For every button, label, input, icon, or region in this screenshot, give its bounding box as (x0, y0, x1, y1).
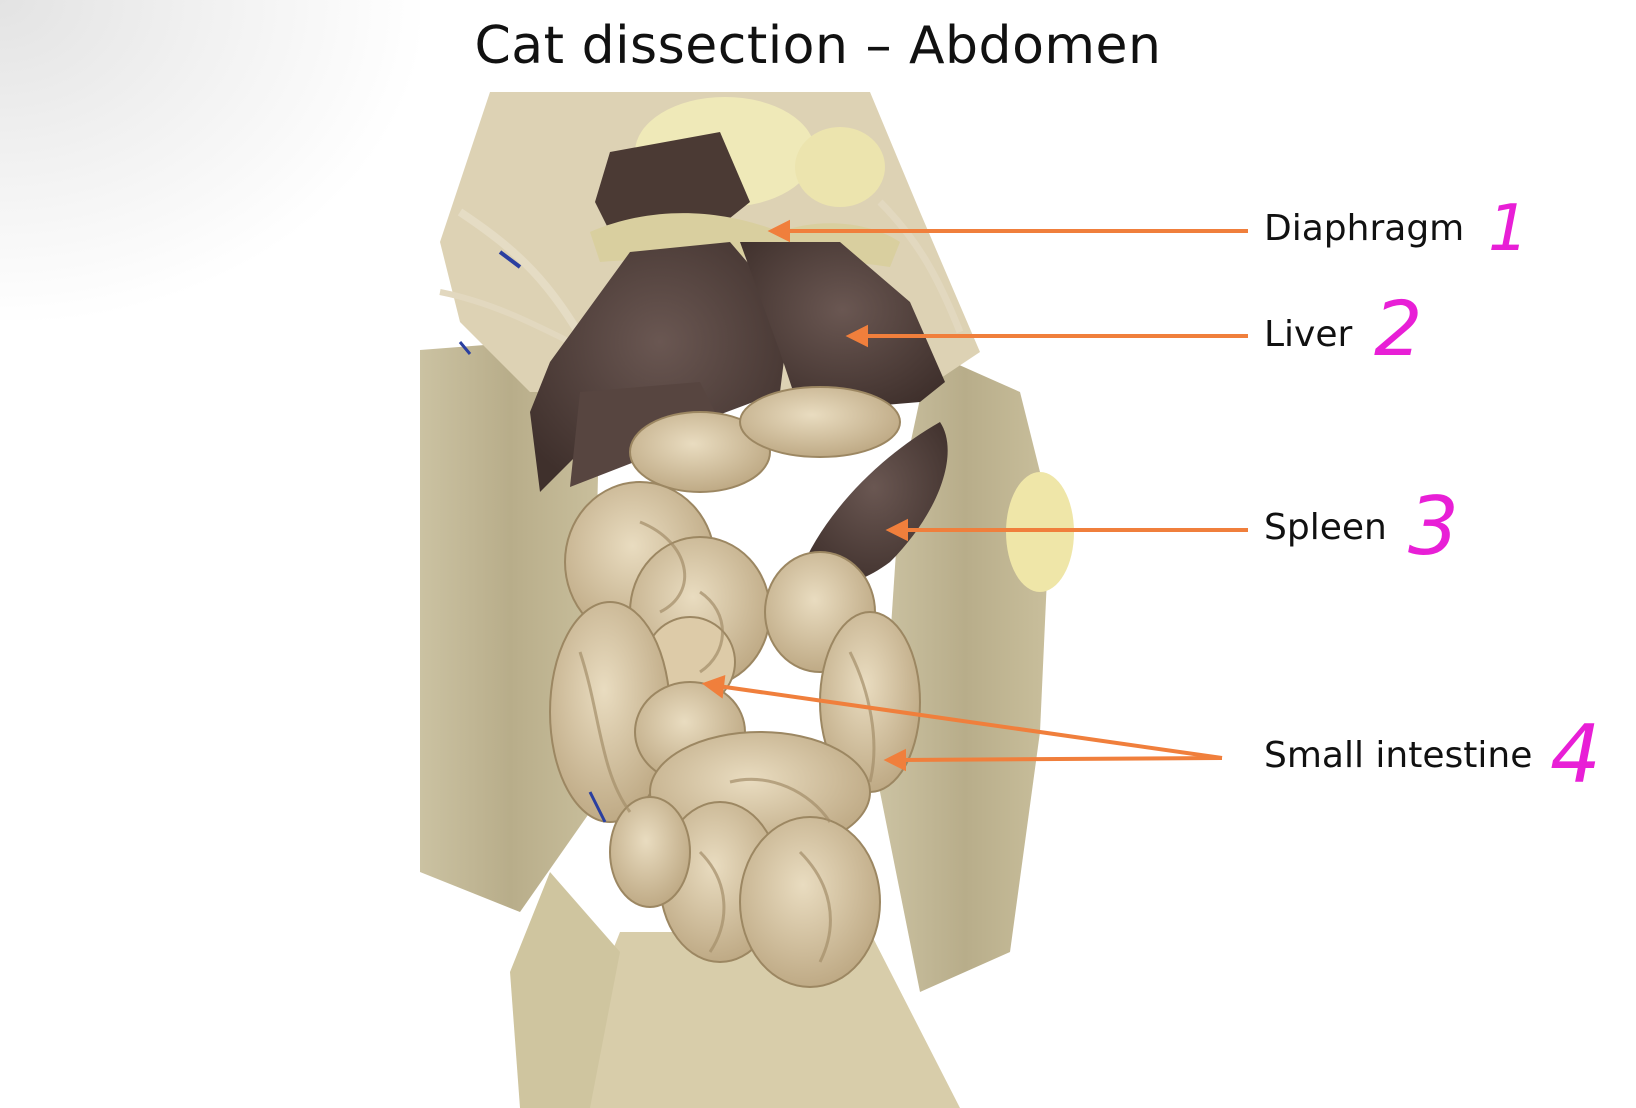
arrow-small-intestine-lower (899, 756, 1223, 762)
label-small-intestine: Small intestine (1264, 735, 1533, 776)
label-spleen: Spleen (1264, 507, 1387, 548)
slide-title: Cat dissection – Abdomen (474, 16, 1162, 76)
number-spleen: 3 (1408, 480, 1459, 573)
spleen-organ (800, 422, 948, 586)
corner-shade (0, 0, 420, 320)
left-body-wall (420, 340, 600, 912)
label-liver: Liver (1264, 314, 1353, 355)
small-intestine-coils (549, 386, 921, 988)
liver-lobe-right (740, 242, 945, 412)
arrowhead-small-intestine-lower (883, 748, 906, 772)
arrow-small-intestine-upper (717, 684, 1223, 760)
number-liver: 2 (1374, 284, 1423, 373)
arrowhead-spleen (885, 518, 908, 542)
number-diaphragm: 1 (1488, 192, 1529, 266)
number-small-intestine: 4 (1550, 708, 1601, 801)
arrowhead-liver (845, 324, 868, 348)
specimen-image (420, 92, 1074, 1108)
arrowhead-diaphragm (767, 219, 790, 243)
label-diaphragm: Diaphragm (1264, 208, 1465, 249)
arrowhead-small-intestine-upper (701, 675, 726, 699)
